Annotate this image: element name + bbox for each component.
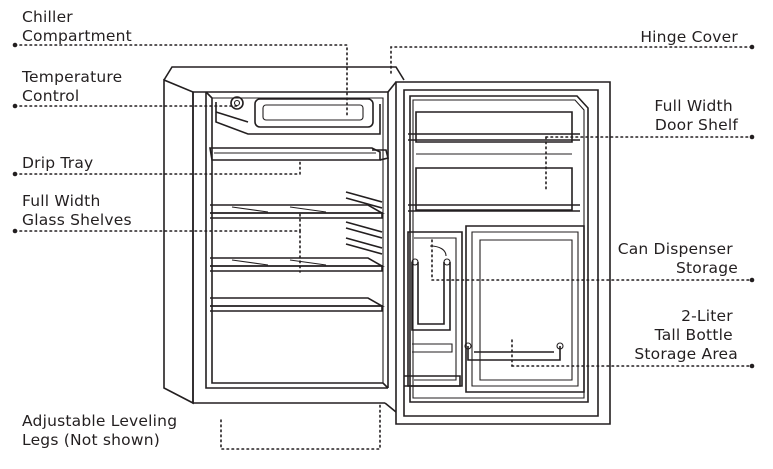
label-line: Legs (Not shown) bbox=[22, 431, 160, 449]
door-bottom-tray bbox=[404, 375, 461, 387]
leader-can-dispenser bbox=[431, 239, 755, 283]
label-chiller-compartment: Chiller Compartment bbox=[22, 8, 132, 45]
leader-drip-tray bbox=[12, 159, 301, 177]
shelf-rail-guides bbox=[345, 191, 383, 255]
label-line: Full Width bbox=[22, 192, 100, 210]
drip-tray bbox=[209, 147, 389, 161]
label-line: Can Dispenser bbox=[618, 240, 734, 258]
label-line: Compartment bbox=[22, 27, 132, 45]
label-line: Storage Area bbox=[634, 345, 738, 363]
chiller-compartment bbox=[215, 98, 381, 135]
door-shelf-middle bbox=[408, 167, 580, 212]
label-line: Chiller bbox=[22, 8, 73, 26]
label-line: Hinge Cover bbox=[640, 28, 738, 46]
label-hinge-cover: Hinge Cover bbox=[640, 28, 738, 46]
glass-shelf-lower bbox=[210, 257, 386, 272]
label-line: 2-Liter bbox=[681, 307, 733, 325]
label-bottle-storage: 2-Liter Tall Bottle Storage Area bbox=[634, 307, 738, 363]
label-can-dispenser: Can Dispenser Storage bbox=[618, 240, 738, 277]
label-line: Storage bbox=[676, 259, 738, 277]
label-line: Control bbox=[22, 87, 79, 105]
label-line: Glass Shelves bbox=[22, 211, 132, 229]
leader-chiller-compartment bbox=[12, 42, 348, 117]
label-line: Adjustable Leveling bbox=[22, 412, 177, 430]
glass-shelf-bottom bbox=[210, 297, 386, 312]
label-glass-shelves: Full Width Glass Shelves bbox=[22, 192, 132, 229]
leader-hinge-cover bbox=[390, 44, 755, 74]
label-line: Door Shelf bbox=[655, 116, 739, 134]
glass-shelf-upper bbox=[210, 204, 386, 219]
leader-glass-shelves bbox=[12, 210, 301, 273]
can-dispenser-bin bbox=[407, 231, 463, 387]
label-door-shelf: Full Width Door Shelf bbox=[654, 97, 738, 134]
leader-door-shelf bbox=[545, 134, 755, 191]
leader-leveling-legs bbox=[220, 403, 381, 450]
door-shelf-upper bbox=[408, 111, 580, 155]
leader-bottle-storage bbox=[511, 339, 755, 369]
bottle-storage-bin bbox=[464, 225, 585, 393]
label-drip-tray: Drip Tray bbox=[22, 154, 93, 172]
label-line: Temperature bbox=[21, 68, 122, 86]
label-line: Tall Bottle bbox=[654, 326, 733, 344]
temperature-control-knob bbox=[230, 96, 244, 110]
label-leveling-legs: Adjustable Leveling Legs (Not shown) bbox=[22, 412, 182, 449]
leader-temperature-control bbox=[12, 103, 238, 109]
refrigerator-cabinet bbox=[163, 66, 405, 405]
label-temperature-control: Temperature Control bbox=[21, 68, 128, 105]
label-line: Full Width bbox=[654, 97, 732, 115]
label-line: Drip Tray bbox=[22, 154, 93, 172]
